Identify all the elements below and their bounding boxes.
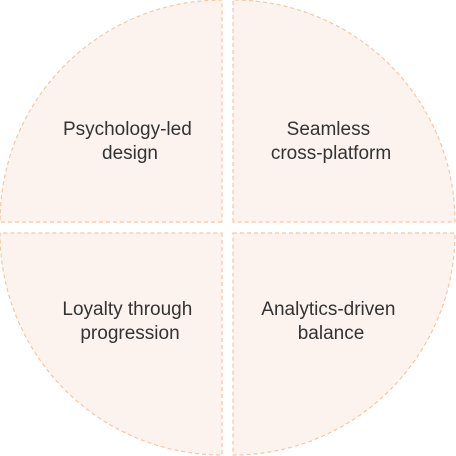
quadrant-label-line: cross-platform: [271, 143, 391, 164]
quadrant-label-bottom-left: Loyalty through progression: [62, 299, 197, 344]
quadrant-top-left: [0, 0, 223, 223]
quadrant-label-line: balance: [298, 323, 365, 344]
quadrant-label-line: Seamless: [287, 119, 370, 140]
quadrant-label-line: Analytics-driven: [261, 299, 395, 320]
quadrant-bottom-right: [232, 232, 456, 456]
quadrant-bottom-left: [0, 232, 223, 456]
quadrant-label-line: Loyalty through: [62, 299, 192, 320]
quadrant-label-bottom-right: Analytics-driven balance: [261, 299, 400, 344]
quadrant-label-line: progression: [80, 323, 179, 344]
quadrant-top-right: [232, 0, 456, 223]
quadrant-label-line: Psychology-led: [63, 119, 192, 140]
quadrant-label-top-right: Seamless cross-platform: [271, 119, 391, 164]
quadrant-label-line: design: [102, 143, 158, 164]
quadrant-label-top-left: Psychology-led design: [63, 119, 197, 164]
